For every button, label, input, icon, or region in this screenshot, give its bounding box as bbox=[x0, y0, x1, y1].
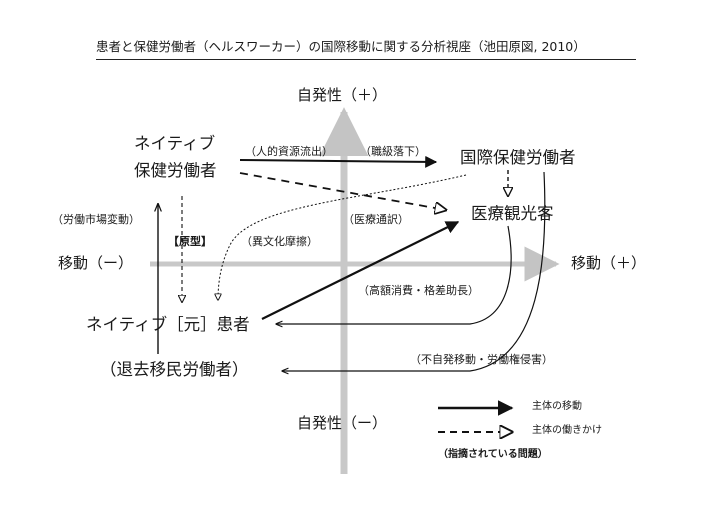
annotation-human-resource-outflow: （人的資源流出） bbox=[245, 145, 333, 158]
arrow-tourist-return bbox=[276, 225, 512, 324]
annotation-labor-market-change: （労働市場変動） bbox=[52, 213, 140, 226]
annotation-job-level-drop: （職級落下） bbox=[360, 145, 426, 158]
arrow-involuntary-return bbox=[282, 171, 546, 371]
node-retired-migrant: （退去移民労働者） bbox=[100, 360, 249, 379]
legend-solid-label: 主体の移動 bbox=[532, 401, 582, 412]
legend-issues-label: （指摘されている問題） bbox=[438, 449, 548, 460]
axis-label-left: 移動（ー） bbox=[58, 254, 134, 272]
arrow-influence-tourist bbox=[239, 172, 446, 210]
legend-dashed-label: 主体の働きかけ bbox=[532, 425, 602, 436]
arrow-outflow bbox=[239, 155, 438, 168]
node-native-health-worker-line1: ネイティブ bbox=[134, 134, 216, 153]
diagram-title: 患者と保健労働者（ヘルスワーカー）の国際移動に関する分析視座（池田原図, 201… bbox=[96, 36, 636, 60]
axis-label-right: 移動（＋） bbox=[571, 254, 647, 272]
axis-label-bottom: 自発性（ー） bbox=[297, 414, 388, 432]
arrow-patient-to-tourist bbox=[261, 221, 460, 320]
node-native-former-patient: ネイティブ［元］患者 bbox=[86, 315, 250, 334]
annotation-involuntary-movement: （不自発移動・労働権侵害） bbox=[410, 353, 553, 366]
annotation-medical-interpreter: （医療通訳） bbox=[343, 213, 409, 226]
node-native-health-worker-line2: 保健労働者 bbox=[134, 161, 217, 180]
axis-label-top: 自発性（＋） bbox=[297, 86, 388, 104]
arrow-cultural-friction bbox=[218, 174, 467, 300]
node-intl-health-worker: 国際保健労働者 bbox=[460, 148, 576, 167]
annotation-prototype: 【原型】 bbox=[168, 235, 212, 248]
node-medical-tourist: 医療観光客 bbox=[471, 204, 554, 223]
annotation-high-spending: （高額消費・格差助長） bbox=[358, 284, 479, 297]
annotation-cultural-friction: （異文化摩擦） bbox=[241, 235, 318, 248]
